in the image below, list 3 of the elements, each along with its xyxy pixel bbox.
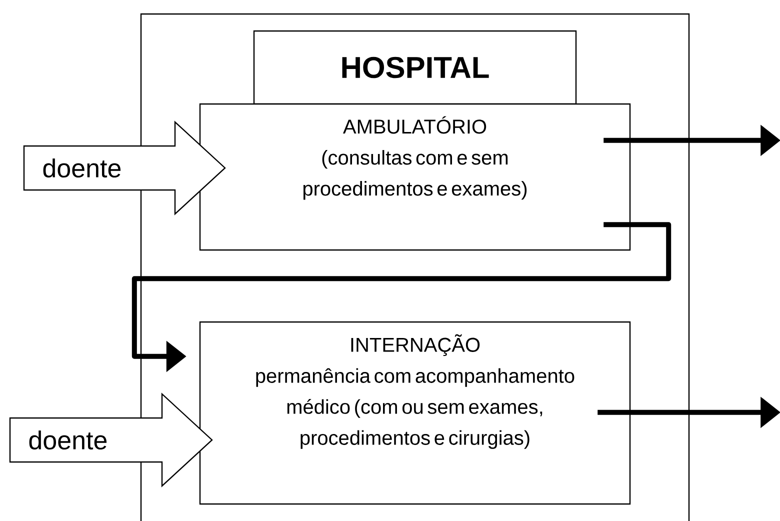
title-box: HOSPITAL	[253, 30, 577, 105]
process-box: INTERNAÇÃO permanência com acompanhamento médico (com ou sem exames, procedimentos e cirurgias)	[199, 321, 631, 505]
frame	[140, 13, 690, 521]
